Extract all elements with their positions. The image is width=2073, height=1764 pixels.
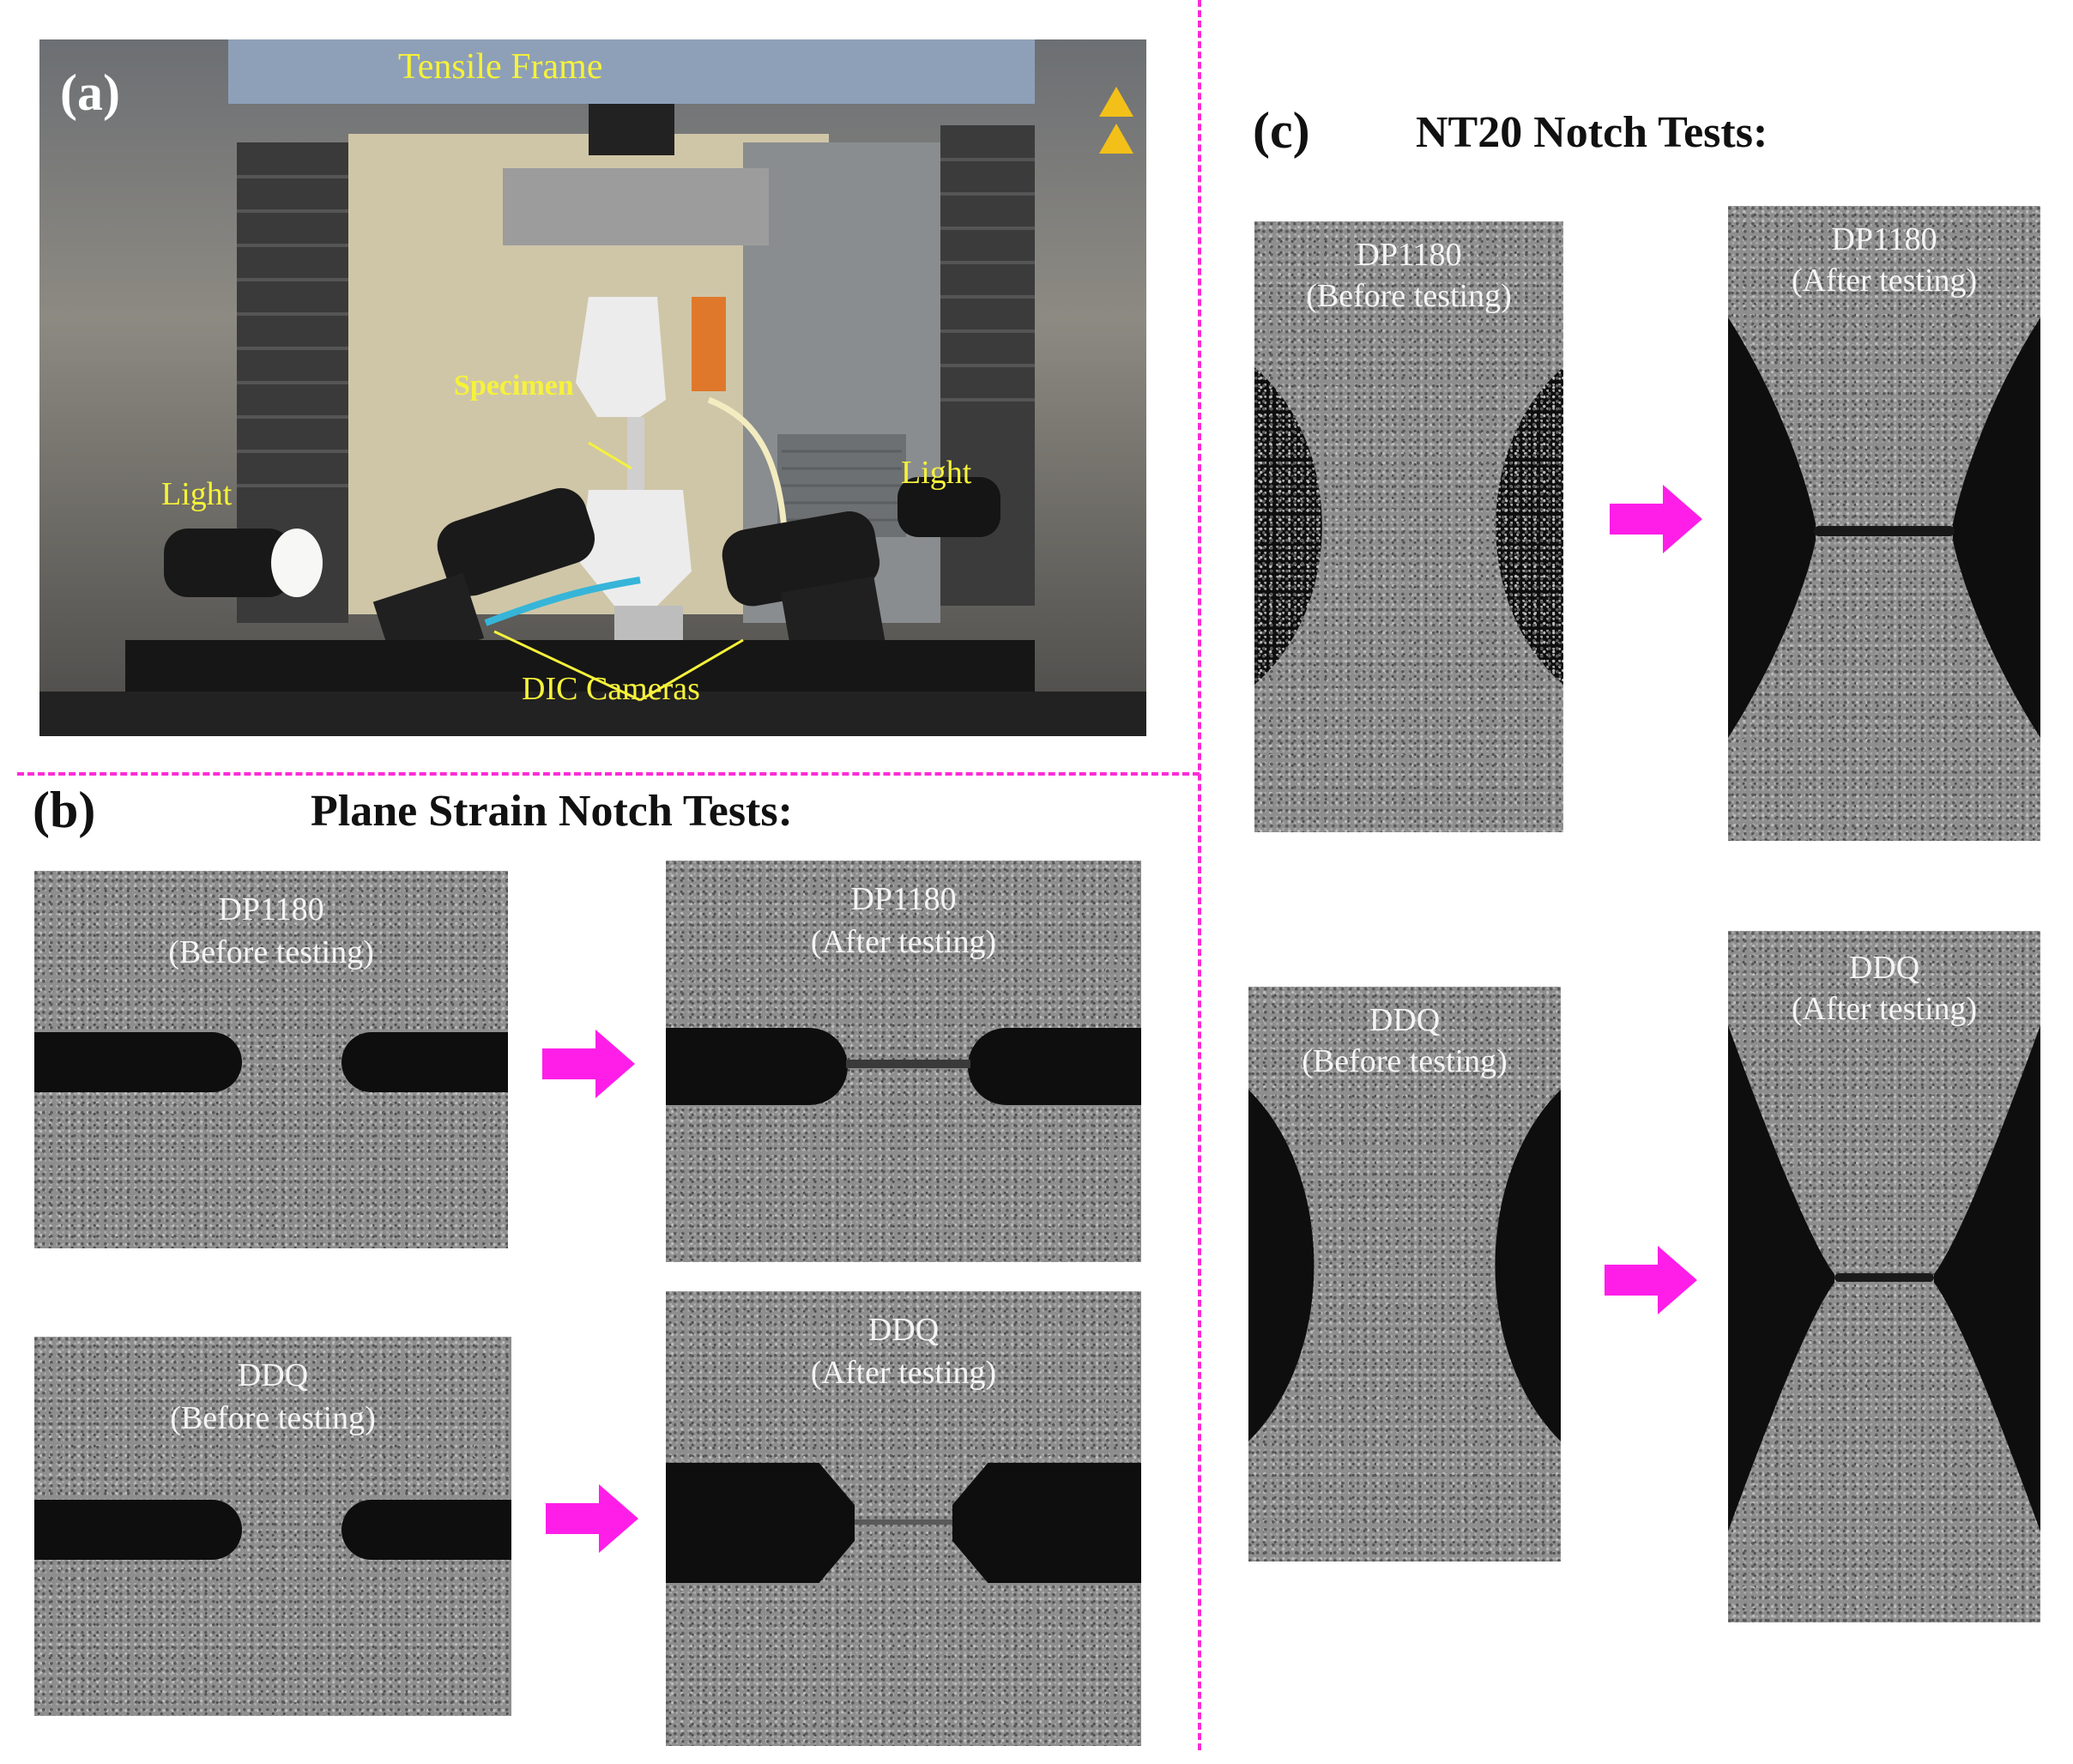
arrow-icon: [546, 1484, 638, 1553]
arrow-icon: [1610, 485, 1702, 553]
specimen-state: (Before testing): [1306, 278, 1512, 314]
left-notch: [34, 1032, 242, 1092]
specimen-state: (After testing): [1791, 991, 1978, 1027]
specimen-material: DP1180: [218, 891, 324, 927]
panel-a-letter: (a): [60, 64, 120, 121]
arrow-icon: [1605, 1246, 1697, 1314]
light-left-label: Light: [161, 476, 233, 512]
specimen-material: DP1180: [1831, 221, 1937, 257]
panel-c-letter: (c): [1253, 102, 1310, 159]
specimen-state: (After testing): [1791, 263, 1978, 299]
pst-dp1180-before: DP1180 (Before testing): [34, 871, 508, 1248]
nt20-ddq-before: DDQ (Before testing): [1248, 987, 1561, 1562]
fracture-line: [1834, 1273, 1934, 1282]
arrow-icon: [542, 1030, 635, 1098]
left-notch: [34, 1500, 242, 1560]
setup-illustration: [39, 39, 1146, 736]
dic-cameras-label: DIC Cameras: [522, 671, 700, 707]
left-notch: [666, 1463, 855, 1583]
left-notch: [666, 1028, 848, 1105]
right-notch: [341, 1500, 511, 1560]
horizontal-divider: [17, 772, 1200, 776]
specimen-material: DDQ: [867, 1312, 940, 1348]
specimen-state: (Before testing): [1302, 1043, 1508, 1079]
fracture-line: [1814, 526, 1955, 536]
test-setup-photo: Tensile Frame Specimen Light Light DIC C…: [39, 39, 1146, 736]
panel-b-letter: (b): [33, 782, 96, 838]
nt20-dp1180-before: DP1180 (Before testing): [1254, 221, 1563, 832]
specimen-material: DDQ: [1848, 950, 1920, 986]
pst-ddq-before: DDQ (Before testing): [34, 1337, 511, 1716]
tensile-frame-label: Tensile Frame: [398, 47, 603, 87]
right-notch: [341, 1032, 508, 1092]
specimen-state: (Before testing): [168, 934, 374, 970]
light-right-label: Light: [901, 455, 972, 491]
specimen-material: DP1180: [850, 881, 957, 917]
right-notch: [968, 1028, 1141, 1105]
specimen-state: (After testing): [810, 1355, 997, 1391]
specimen-material: DDQ: [237, 1357, 309, 1393]
specimen-state: (Before testing): [170, 1400, 376, 1436]
panel-b-title: Plane Strain Notch Tests:: [311, 787, 793, 836]
specimen-label: Specimen: [454, 370, 574, 402]
vertical-divider: [1198, 0, 1201, 1750]
specimen-material: DDQ: [1369, 1002, 1441, 1038]
pst-dp1180-after: DP1180 (After testing): [666, 861, 1141, 1262]
specimen-state: (After testing): [810, 924, 997, 960]
fracture-line: [855, 1519, 952, 1525]
nt20-ddq-after: DDQ (After testing): [1728, 931, 2040, 1622]
specimen-material: DP1180: [1356, 237, 1462, 273]
nt20-dp1180-after: DP1180 (After testing): [1728, 206, 2040, 841]
pst-ddq-after: DDQ (After testing): [666, 1291, 1141, 1746]
right-notch: [952, 1463, 1141, 1583]
fracture-line: [846, 1060, 970, 1068]
panel-c-title: NT20 Notch Tests:: [1416, 108, 1768, 157]
